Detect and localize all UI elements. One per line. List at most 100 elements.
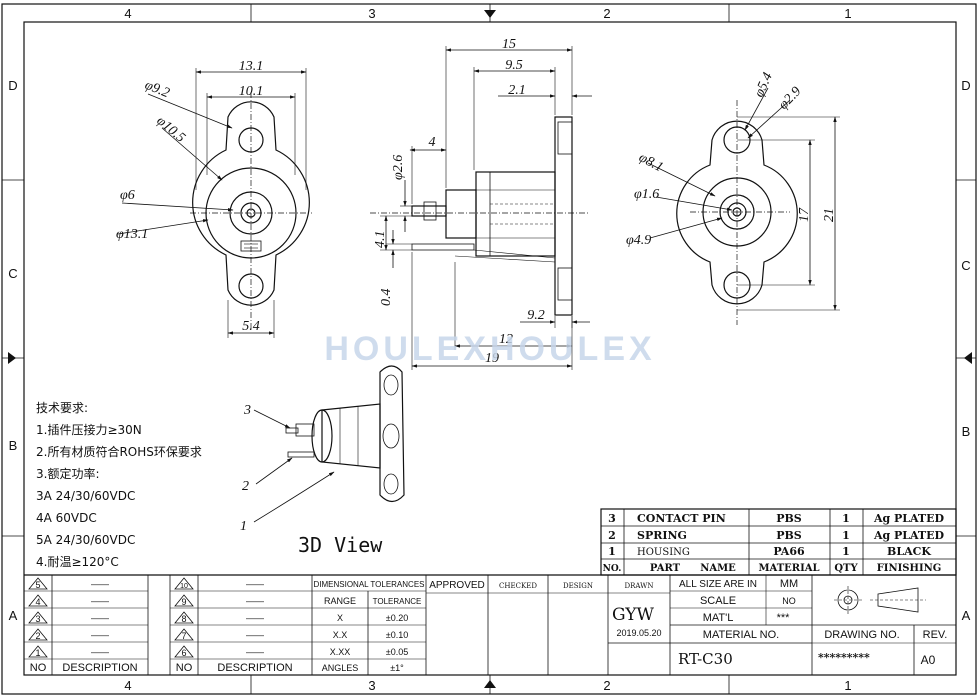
info-scale-value: NO bbox=[782, 596, 796, 606]
rev-mid-no-7: 7 bbox=[181, 631, 186, 641]
dim-phi-6: φ6 bbox=[120, 188, 135, 203]
tol-title: DIMENSIONAL TOLERANCES bbox=[314, 580, 425, 589]
rev-left-no-2: 2 bbox=[35, 631, 40, 641]
note-line-2: 2.所有材质符合ROHS环保要求 bbox=[36, 444, 202, 459]
signoff-design: DESIGN bbox=[563, 582, 593, 590]
tol-range-xxx: X.XX bbox=[330, 647, 351, 657]
zone-row-a-right: A bbox=[962, 608, 971, 623]
projection-symbol-icon bbox=[834, 586, 926, 614]
rev-left-no-label: NO bbox=[30, 662, 47, 674]
rev-mid-desc-10: —— bbox=[246, 579, 264, 589]
rev-mid-desc-9: —— bbox=[246, 596, 264, 606]
signoff-approved: APPROVED bbox=[429, 580, 485, 591]
rev-left-desc-label: DESCRIPTION bbox=[62, 662, 137, 674]
signoff-checked: CHECKED bbox=[499, 582, 537, 590]
info-drawing-no-label: DRAWING NO. bbox=[824, 629, 899, 641]
zone-row-d-left: D bbox=[8, 78, 17, 93]
bom-header-part: PART bbox=[650, 563, 681, 574]
rev-left-desc-1: —— bbox=[91, 647, 109, 657]
side-view bbox=[370, 46, 592, 370]
zone-row-b-left: B bbox=[9, 438, 18, 453]
rev-mid-no-6: 6 bbox=[181, 648, 186, 658]
info-all-size: ALL SIZE ARE IN bbox=[679, 579, 757, 590]
rev-mid-desc-7: —— bbox=[246, 630, 264, 640]
dim-phi-1-6: φ1.6 bbox=[634, 187, 659, 202]
dim-5-4: 5.4 bbox=[242, 319, 260, 334]
dim-12: 12 bbox=[499, 332, 513, 347]
dim-15: 15 bbox=[502, 37, 516, 52]
dim-9-2: 9.2 bbox=[527, 308, 545, 323]
bom-row2-finishing: Ag PLATED bbox=[873, 529, 945, 542]
tol-range-angles: ANGLES bbox=[322, 663, 359, 673]
notes-title: 技术要求: bbox=[36, 401, 88, 415]
rev-left-desc-2: —— bbox=[91, 630, 109, 640]
dim-4-1: 4.1 bbox=[373, 231, 388, 249]
signoff-drawn: DRAWN bbox=[625, 582, 654, 590]
bom-row3-finishing: Ag PLATED bbox=[873, 512, 945, 525]
zone-row-c-left: C bbox=[8, 266, 17, 281]
bom-row3-qty: 1 bbox=[842, 512, 850, 525]
info-units: MM bbox=[780, 578, 798, 590]
revision-triangles-mid bbox=[174, 577, 194, 658]
zone-col-4-bottom: 4 bbox=[124, 678, 131, 693]
zone-row-c-right: C bbox=[961, 258, 970, 273]
bom-header-material: MATERIAL bbox=[758, 563, 819, 574]
tol-value-xx: ±0.10 bbox=[386, 630, 408, 640]
zone-col-1-bottom: 1 bbox=[844, 678, 851, 693]
tol-range-x: X bbox=[337, 613, 343, 623]
bom-table bbox=[600, 508, 957, 576]
info-rev: A0 bbox=[921, 653, 936, 667]
view-3d-title: 3D View bbox=[298, 533, 383, 557]
bom-header-name: NAME bbox=[700, 563, 736, 574]
dim-9-5: 9.5 bbox=[505, 58, 523, 73]
dim-19: 19 bbox=[485, 351, 499, 366]
bom-row1-material: PA66 bbox=[773, 545, 805, 558]
bom-row2-part: SPRING bbox=[637, 529, 687, 542]
rev-left-desc-5: —— bbox=[91, 579, 109, 589]
zone-row-b-right: B bbox=[962, 424, 971, 439]
dim-4: 4 bbox=[429, 135, 436, 150]
dim-phi-8-1: φ8.1 bbox=[636, 150, 665, 175]
dim-10-1: 10.1 bbox=[239, 84, 264, 99]
tol-value-xxx: ±0.05 bbox=[386, 647, 408, 657]
bom-row3-no: 3 bbox=[608, 512, 616, 525]
part-number: RT-C30 bbox=[678, 650, 733, 668]
bom-row3-part: CONTACT PIN bbox=[637, 512, 726, 525]
zone-row-a-left: A bbox=[9, 608, 18, 623]
revision-triangles-left bbox=[28, 577, 48, 658]
callout-2: 2 bbox=[242, 479, 249, 494]
note-line-7: 4.耐温≥120°C bbox=[36, 555, 119, 569]
zone-col-3-bottom: 3 bbox=[368, 678, 375, 693]
callout-3: 3 bbox=[243, 403, 251, 418]
callout-1: 1 bbox=[240, 519, 247, 534]
bom-row2-qty: 1 bbox=[842, 529, 850, 542]
dim-phi-5-4: φ5.4 bbox=[752, 70, 776, 99]
tol-tolerance-label: TOLERANCE bbox=[373, 597, 422, 606]
bom-header-finishing: FINISHING bbox=[877, 563, 942, 574]
view-3d-illustration bbox=[253, 365, 405, 523]
tol-value-angles: ±1° bbox=[390, 663, 404, 673]
rev-left-no-5: 5 bbox=[35, 580, 40, 590]
tol-value-x: ±0.20 bbox=[386, 613, 408, 623]
signoff-drawn-by: GYW bbox=[612, 605, 655, 625]
rev-mid-no-9: 9 bbox=[181, 597, 186, 607]
zone-col-2-top: 2 bbox=[603, 6, 610, 21]
dim-phi-10-5: φ10.5 bbox=[153, 114, 187, 146]
bom-row3-material: PBS bbox=[776, 512, 802, 525]
outer-border bbox=[1, 3, 977, 695]
bom-row2-material: PBS bbox=[776, 529, 802, 542]
rev-left-no-1: 1 bbox=[35, 648, 40, 658]
bom-row1-qty: 1 bbox=[842, 545, 850, 558]
dim-21: 21 bbox=[822, 208, 837, 222]
rev-mid-no-10: 10 bbox=[180, 583, 188, 590]
bom-row1-part: HOUSING bbox=[637, 547, 690, 558]
watermark: HOULEXHOULEX bbox=[324, 330, 655, 368]
tol-range-xx: X.X bbox=[333, 630, 348, 640]
zone-col-4-top: 4 bbox=[124, 6, 131, 21]
rev-left-no-3: 3 bbox=[35, 614, 40, 624]
bom-row1-no: 1 bbox=[608, 545, 616, 558]
note-line-1: 1.插件压接力≥30N bbox=[36, 422, 142, 437]
note-line-6: 5A 24/30/60VDC bbox=[36, 533, 135, 547]
info-rev-label: REV. bbox=[923, 629, 948, 641]
rev-mid-no-8: 8 bbox=[181, 614, 186, 624]
